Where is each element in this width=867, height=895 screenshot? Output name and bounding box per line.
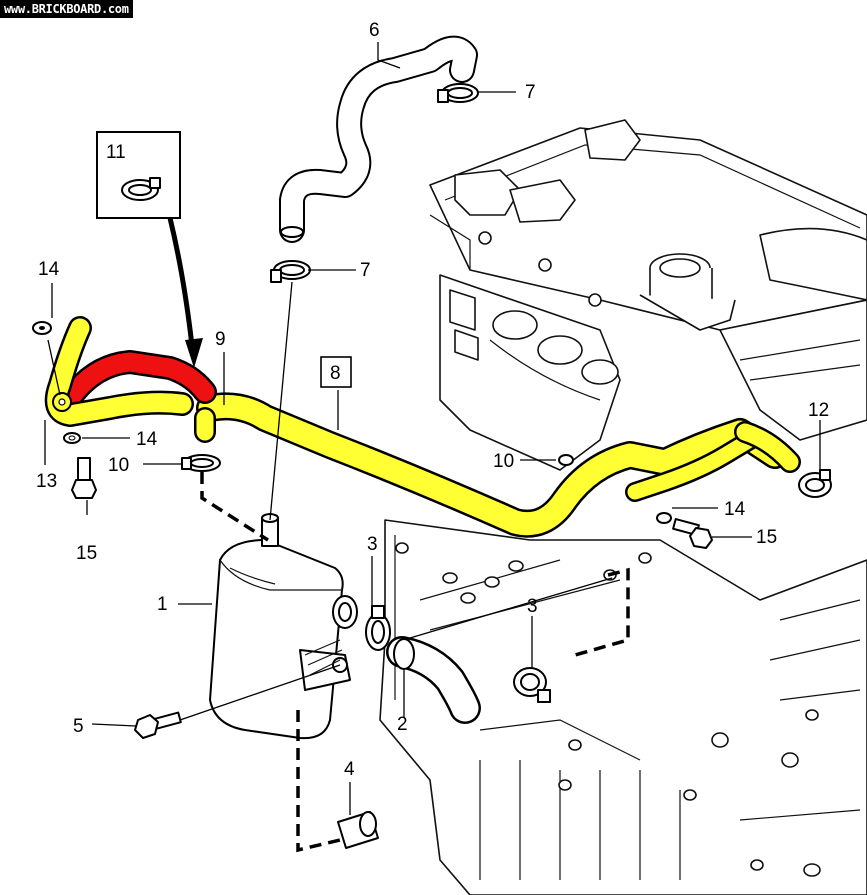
washer-14-lower-left <box>63 432 81 444</box>
leader-lines <box>44 42 821 815</box>
callout-14-top-left: 14 <box>38 259 60 280</box>
callout-1: 1 <box>157 594 168 615</box>
callout-3-upper: 3 <box>367 534 378 555</box>
callout-12: 12 <box>808 400 829 421</box>
callout-10-left: 10 <box>108 455 129 476</box>
callout-5: 5 <box>73 716 84 737</box>
hose-2 <box>386 636 481 724</box>
clamp-7-top <box>437 83 479 103</box>
hose-8-highlighted <box>196 392 801 538</box>
detail-box-11 <box>96 131 203 368</box>
washer-10-right <box>558 454 574 466</box>
callout-11: 11 <box>106 142 126 163</box>
plug-4 <box>337 811 379 849</box>
callout-3-lower: 3 <box>527 596 538 617</box>
hose-9-red <box>60 350 217 408</box>
watermark-label: www.BRICKBOARD.com <box>0 0 133 18</box>
oil-trap-1 <box>209 513 358 740</box>
dashed-routes <box>200 472 630 853</box>
callout-13: 13 <box>36 471 57 492</box>
engine-block <box>379 119 867 895</box>
callout-7-bottom: 7 <box>360 260 371 281</box>
callout-4: 4 <box>344 759 355 780</box>
callout-14-right: 14 <box>724 499 746 520</box>
clamp-10-left <box>181 454 221 472</box>
hose-6 <box>279 35 478 243</box>
bolt-15-right <box>672 518 713 549</box>
callout-10-right: 10 <box>493 451 514 472</box>
callout-8-box <box>320 356 352 388</box>
clamp-12 <box>798 469 832 498</box>
callout-14-lower-left: 14 <box>136 429 158 450</box>
clamp-7-bottom <box>270 260 311 283</box>
washer-14-top-left <box>32 321 52 335</box>
clamp-3-upper <box>365 605 391 651</box>
callout-6: 6 <box>369 20 380 41</box>
callout-8: 8 <box>330 363 341 384</box>
callout-9: 9 <box>215 329 226 350</box>
callout-7-top: 7 <box>525 82 536 103</box>
callout-15-left: 15 <box>76 543 97 564</box>
callout-2: 2 <box>397 714 408 735</box>
clamp-3-lower <box>513 667 551 703</box>
hose-13-highlighted <box>44 316 216 443</box>
washer-14-right <box>656 512 672 524</box>
callout-15-right: 15 <box>756 527 777 548</box>
bolt-15-left <box>71 457 97 499</box>
bolt-5 <box>134 711 182 739</box>
